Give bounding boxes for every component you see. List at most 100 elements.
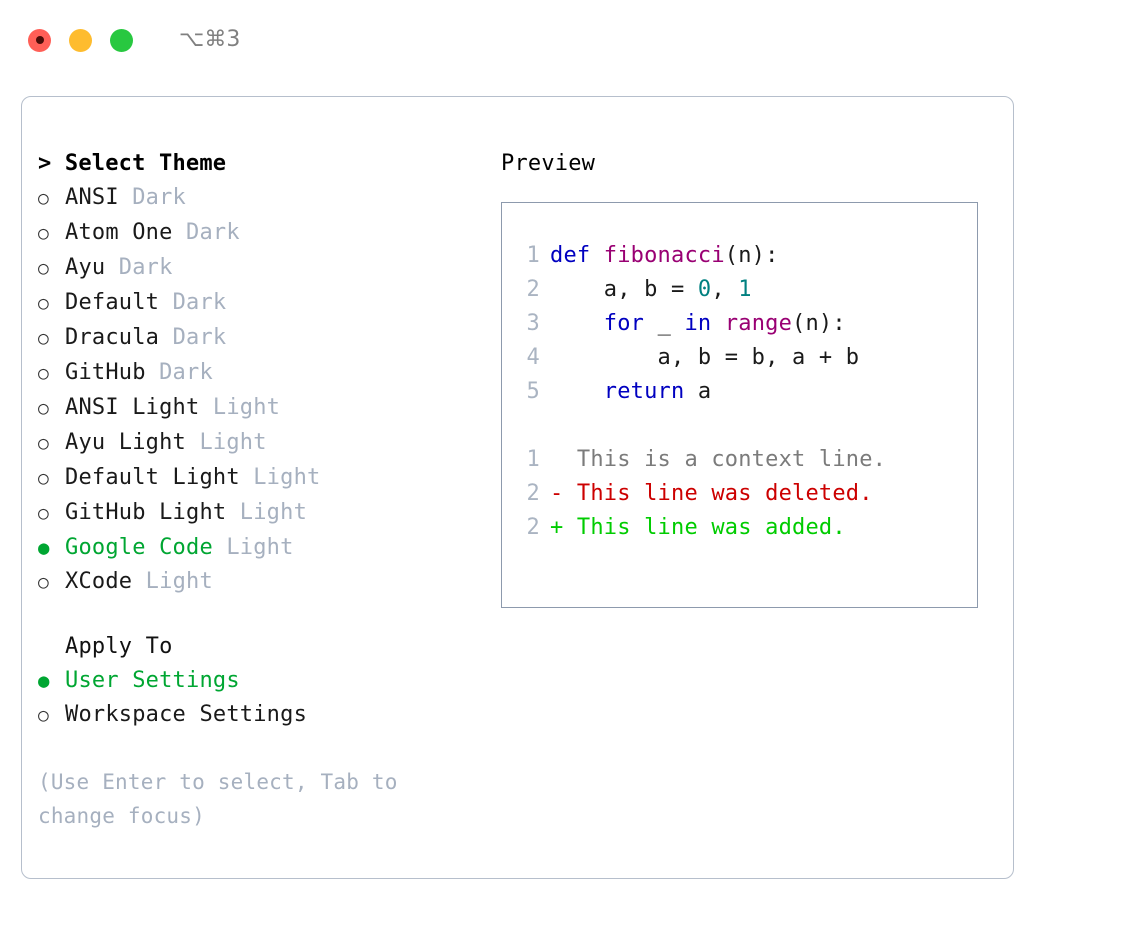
- radio-unselected-icon: ○: [38, 398, 50, 419]
- line-number: 2: [526, 515, 540, 540]
- code-token: ,: [711, 277, 739, 302]
- radio-unselected-icon: ○: [38, 503, 50, 524]
- line-number: 5: [526, 379, 540, 404]
- diff-line: 1 This is a context line.: [518, 443, 977, 477]
- theme-option-variant-badge: Dark: [159, 325, 227, 350]
- theme-option-variant-badge: Dark: [118, 185, 187, 210]
- theme-option-github[interactable]: ○ GitHub Dark: [38, 356, 492, 391]
- theme-option-xcode[interactable]: ○ XCode Light: [38, 565, 492, 600]
- traffic-light-group: [28, 28, 133, 52]
- theme-option-variant-badge: Dark: [145, 360, 213, 385]
- theme-option-label: Atom One: [65, 220, 173, 245]
- code-line-text: def fibonacci(n):: [550, 239, 779, 273]
- apply-to-option-label: User Settings: [65, 668, 240, 693]
- theme-option-default-light[interactable]: ○Default Light Light: [38, 461, 492, 496]
- code-line-text: return a: [550, 375, 711, 409]
- radio-selected-icon: ●: [38, 670, 50, 692]
- theme-option-default[interactable]: ○ Default Dark: [38, 286, 492, 321]
- diff-line-text: - This line was deleted.: [550, 481, 873, 506]
- code-token: fibonacci: [603, 243, 725, 268]
- code-token: [711, 311, 724, 336]
- maximize-button[interactable]: [110, 28, 133, 52]
- theme-option-variant-badge: Light: [132, 569, 213, 594]
- theme-option-list: ○ ANSI Dark ○ Atom One Dark ○ Ayu Dark ○ Defaul…: [38, 181, 492, 600]
- minimize-button[interactable]: [69, 28, 92, 52]
- theme-option-google-code[interactable]: ● Google Code Light: [38, 531, 492, 565]
- radio-unselected-icon: ○: [38, 705, 50, 726]
- theme-option-label: XCode: [65, 569, 133, 594]
- theme-option-label: Default: [65, 290, 160, 315]
- radio-unselected-icon: ○: [38, 328, 50, 349]
- line-number: 1: [526, 447, 540, 472]
- theme-option-ansi[interactable]: ○ ANSI Dark: [38, 181, 492, 216]
- radio-selected-icon: ●: [38, 537, 50, 559]
- code-token: 0: [697, 277, 712, 302]
- radio-unselected-icon: ○: [38, 223, 50, 244]
- preview-header: Preview: [501, 151, 596, 176]
- theme-option-dracula[interactable]: ○Dracula Dark: [38, 321, 492, 356]
- theme-option-ansi-light[interactable]: ○ANSI Light Light: [38, 391, 492, 426]
- code-token: (n):: [792, 311, 846, 336]
- code-token: (n):: [724, 243, 779, 268]
- radio-unselected-icon: ○: [38, 468, 50, 489]
- code-token: a, b = b, a + b: [550, 345, 860, 370]
- line-number: 3: [526, 311, 540, 336]
- radio-unselected-icon: ○: [38, 188, 50, 209]
- diff-line-text: This is a context line.: [550, 447, 887, 472]
- code-line-text: for _ in range(n):: [550, 307, 846, 341]
- theme-option-ayu[interactable]: ○ Ayu Dark: [38, 251, 492, 286]
- theme-option-label: GitHub Light: [65, 500, 227, 525]
- code-line: 4 a, b = b, a + b: [518, 341, 977, 375]
- apply-to-option-user-settings[interactable]: ● User Settings: [38, 664, 492, 698]
- theme-option-variant-badge: Dark: [159, 290, 227, 315]
- theme-option-label: ANSI: [65, 185, 119, 210]
- radio-unselected-icon: ○: [38, 572, 50, 593]
- theme-option-label: Ayu Light: [65, 430, 187, 455]
- hint-spacer: [38, 733, 492, 765]
- theme-option-variant-badge: Light: [186, 430, 267, 455]
- theme-option-variant-badge: Light: [226, 500, 308, 525]
- select-theme-header: > Select Theme: [38, 151, 227, 176]
- line-number: 2: [526, 481, 540, 506]
- theme-option-atom-one[interactable]: ○ Atom One Dark: [38, 216, 492, 251]
- close-button[interactable]: [28, 28, 51, 52]
- diff-line-text: + This line was added.: [550, 515, 846, 540]
- theme-option-label: Ayu: [65, 255, 106, 280]
- radio-unselected-icon: ○: [38, 293, 50, 314]
- theme-option-variant-badge: Light: [212, 535, 294, 560]
- code-token: in: [684, 311, 712, 336]
- radio-unselected-icon: ○: [38, 258, 50, 279]
- theme-option-label: GitHub: [65, 360, 146, 385]
- theme-option-label: Default Light: [65, 465, 240, 490]
- apply-to-header: Apply To: [65, 634, 173, 659]
- theme-option-variant-badge: Dark: [105, 255, 173, 280]
- code-token: for: [603, 311, 645, 336]
- keyboard-shortcut-label: ⌥⌘3: [179, 27, 241, 52]
- list-spacer: [38, 600, 492, 630]
- code-token: range: [724, 311, 793, 336]
- diff-line: 2 - This line was deleted.: [518, 477, 977, 511]
- diff-spacer: [518, 409, 977, 443]
- theme-option-label: ANSI Light: [65, 395, 200, 420]
- line-number: 2: [526, 277, 540, 302]
- radio-unselected-icon: ○: [38, 363, 50, 384]
- theme-option-ayu-light[interactable]: ○Ayu Light Light: [38, 426, 492, 461]
- code-line: 2 a, b = 0, 1: [518, 273, 977, 307]
- code-token: def: [550, 243, 604, 268]
- theme-option-variant-badge: Dark: [172, 220, 240, 245]
- code-line-text: a, b = 0, 1: [550, 273, 752, 307]
- code-line: 3 for _ in range(n):: [518, 307, 977, 341]
- code-token: _: [644, 311, 685, 336]
- theme-selection-column: > Select Theme ○ANSI Dark○Atom One Dark○…: [22, 97, 492, 878]
- keyboard-hint-text: (Use Enter to select, Tab to change focu…: [38, 770, 398, 828]
- theme-option-label: Google Code: [65, 535, 213, 560]
- diff-sample: 1 This is a context line. 2 - This line wa…: [518, 443, 977, 545]
- theme-option-github-light[interactable]: ○ GitHub Light Light: [38, 496, 492, 531]
- apply-to-option-workspace-settings[interactable]: ○Workspace Settings: [38, 698, 492, 733]
- line-number: 4: [526, 345, 540, 370]
- main-panel: > Select Theme ○ANSI Dark○Atom One Dark○…: [21, 96, 1014, 879]
